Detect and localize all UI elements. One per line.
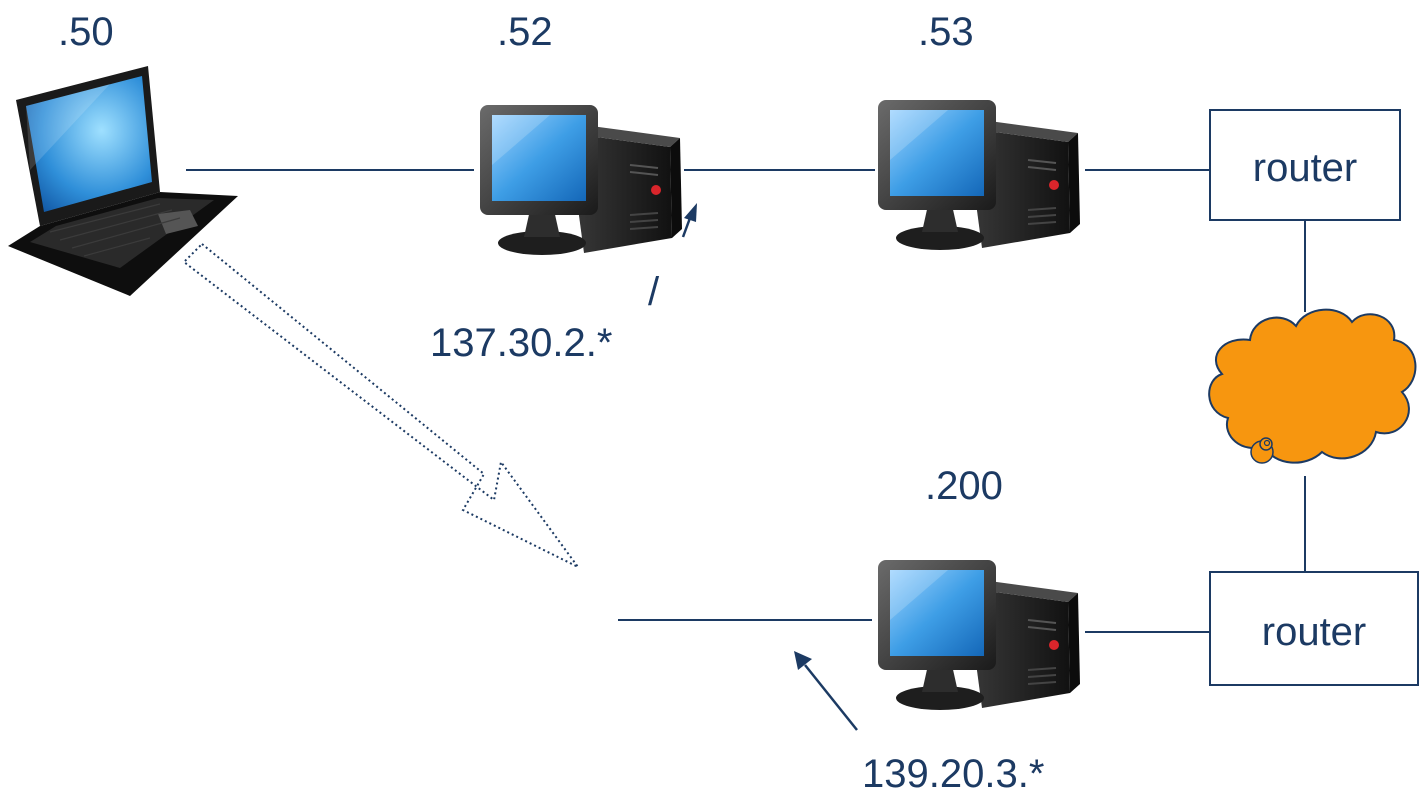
subnet-a-label: 137.30.2.*: [430, 321, 613, 365]
computer-200-icon: [877, 559, 1081, 711]
laptop-icon: [8, 66, 238, 296]
connection-lines: [186, 169, 1306, 633]
subnet-b-pointer-icon: [794, 651, 858, 731]
computer-52-icon: [479, 104, 683, 256]
host-label-50: .50: [58, 10, 114, 54]
slash-mark: /: [648, 270, 660, 314]
internet-cloud-icon: [1208, 308, 1417, 464]
router-bottom-label: router: [1262, 610, 1367, 654]
router-top: router: [1209, 109, 1401, 221]
move-arrow-icon: [182, 242, 579, 568]
computer-53-icon: [877, 99, 1081, 251]
host-label-52: .52: [497, 10, 553, 54]
subnet-b-label: 139.20.3.*: [862, 752, 1045, 796]
host-label-200: .200: [925, 464, 1003, 508]
router-bottom: router: [1209, 571, 1419, 686]
router-top-label: router: [1253, 146, 1358, 190]
host-label-53: .53: [918, 10, 974, 54]
subnet-a-pointer-icon: [681, 203, 697, 238]
